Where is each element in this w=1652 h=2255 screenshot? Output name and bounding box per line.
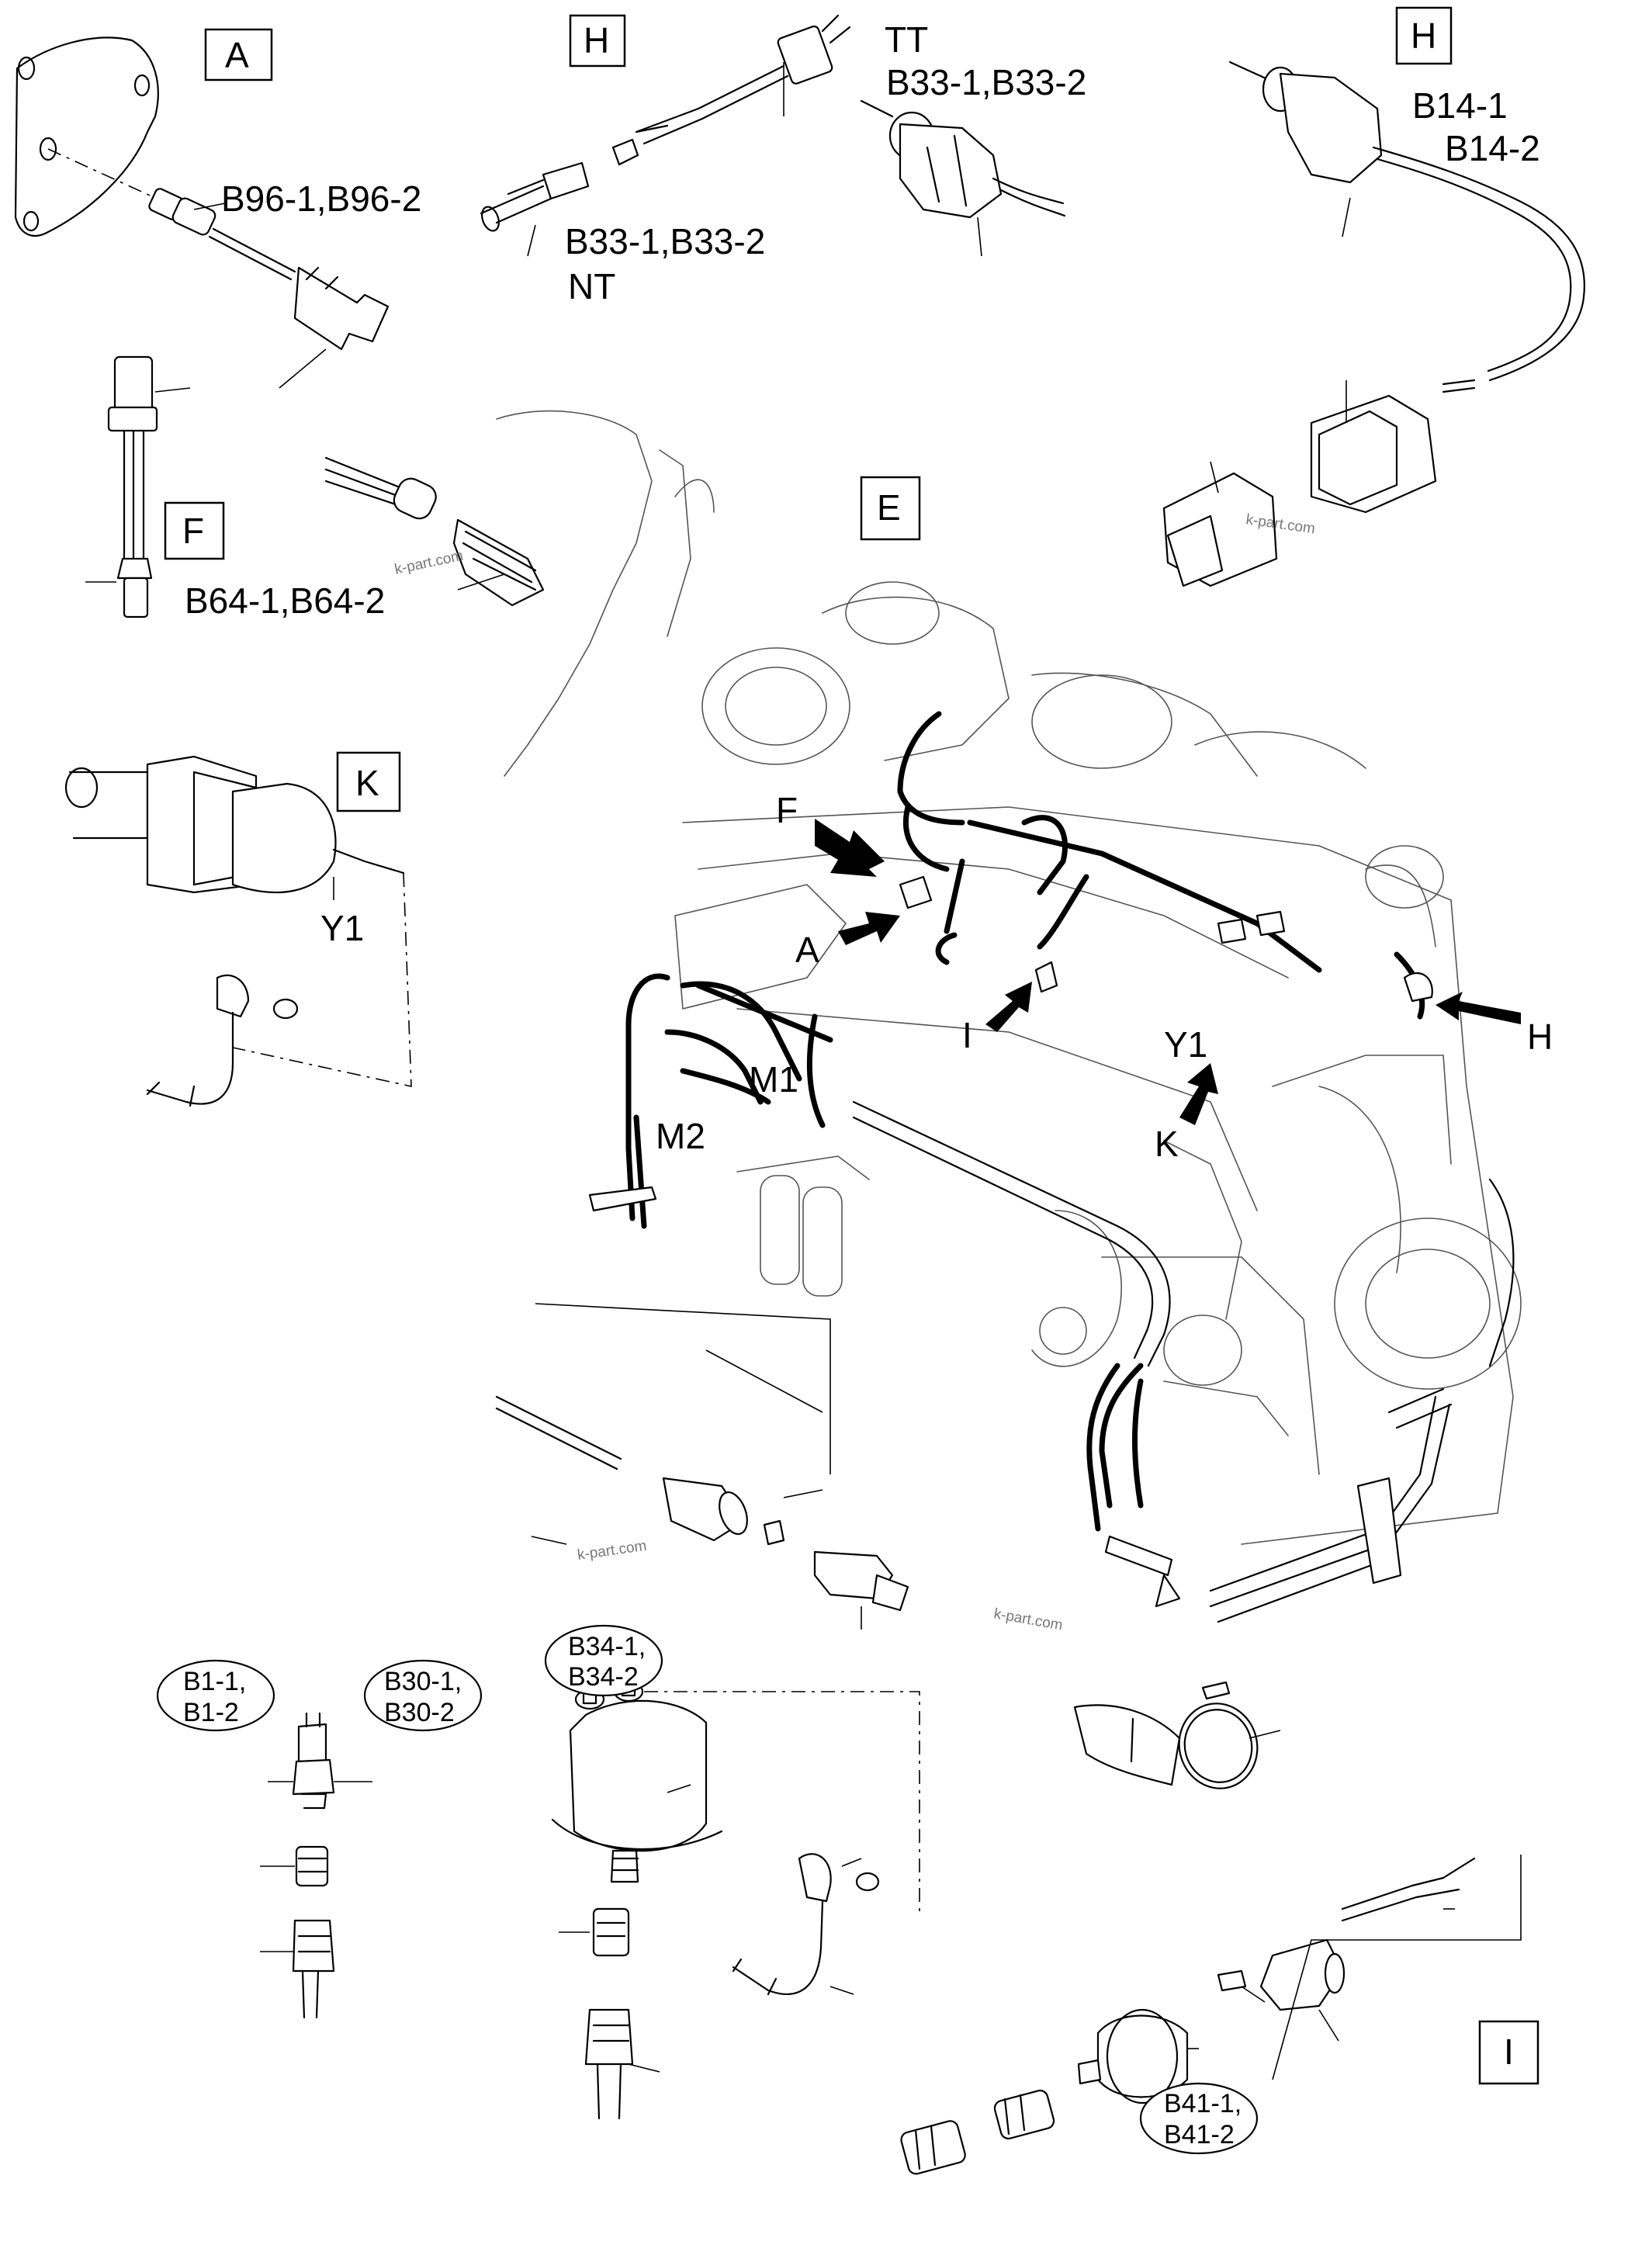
label-m2: M2 — [656, 1116, 705, 1156]
detail-a-sensor-b96 — [14, 36, 390, 389]
sensor-b1-b30 — [260, 1712, 372, 2019]
detail-k-actuator-y1 — [64, 755, 412, 1107]
oval-b1-line1: B1-1, — [183, 1667, 246, 1696]
callout-arrows — [815, 819, 1521, 1125]
box-h-2 — [1395, 6, 1453, 65]
watermark-4: k-part.com — [992, 1606, 1064, 1633]
oval-b41 — [1139, 2082, 1259, 2155]
label-b64: B64-1,B64-2 — [185, 580, 385, 621]
detail-i-sensor-b41 — [900, 1855, 1522, 2175]
arrow-h-label: H — [1527, 1017, 1553, 1057]
arrow-f-icon — [815, 819, 885, 877]
detail-h-sensor-b33 — [480, 14, 851, 257]
label-m1: M1 — [749, 1059, 798, 1100]
label-y1-engine: Y1 — [1164, 1024, 1207, 1065]
box-k-label: K — [355, 763, 379, 803]
detail-h-sensor-b14 — [1162, 61, 1585, 587]
box-h-2-label: H — [1411, 16, 1436, 56]
oval-b30 — [363, 1659, 483, 1732]
arrow-a-icon — [838, 912, 900, 945]
box-a — [204, 28, 273, 81]
oval-b1 — [156, 1659, 275, 1732]
box-h-1-label: H — [584, 20, 609, 61]
sensor-b33-tt — [860, 99, 1066, 257]
box-i-label: I — [1504, 2032, 1514, 2072]
arrow-f-label: F — [776, 790, 798, 830]
arrow-a-label: A — [795, 930, 819, 970]
box-k — [336, 751, 401, 812]
sensor-b34 — [551, 1667, 920, 2120]
watermark-3: k-part.com — [577, 1538, 648, 1564]
box-f-label: F — [182, 511, 204, 551]
oval-b34-line1: B34-1, — [568, 1632, 646, 1661]
oval-b30-line1: B30-1, — [384, 1667, 462, 1696]
oval-b34 — [544, 1624, 663, 1697]
oval-b41-line1: B41-1, — [1164, 2089, 1242, 2118]
label-y1-detail: Y1 — [320, 908, 364, 948]
arrow-k-icon — [1179, 1063, 1218, 1125]
detail-f-sensor-b64 — [85, 355, 191, 618]
label-b96: B96-1,B96-2 — [221, 178, 421, 219]
box-i — [1478, 2020, 1539, 2085]
oval-b34-line2: B34-2 — [568, 1662, 639, 1692]
label-b33-top: B33-1,B33-2 — [886, 62, 1086, 102]
temperature-sensor-e — [324, 456, 545, 607]
arrow-h-icon — [1436, 992, 1521, 1024]
oval-b30-line2: B30-2 — [384, 1698, 455, 1727]
oval-b41-line2: B41-2 — [1164, 2120, 1235, 2149]
engine-assembly — [496, 410, 1522, 1623]
oval-b1-line2: B1-2 — [183, 1698, 239, 1727]
box-h-1 — [569, 14, 626, 68]
box-e — [860, 476, 921, 541]
label-b14-2: B14-2 — [1445, 128, 1540, 168]
label-tt: TT — [885, 19, 928, 60]
box-f — [164, 501, 225, 560]
pressure-sensor-lower — [495, 1303, 909, 1630]
arrow-k-label: K — [1155, 1124, 1179, 1164]
label-b33-bottom: B33-1,B33-2 — [565, 221, 765, 262]
watermark-1: k-part.com — [393, 548, 465, 578]
hose-and-clamp — [1073, 1681, 1281, 1789]
box-a-label: A — [225, 35, 249, 75]
arrow-i-label: I — [962, 1015, 972, 1055]
box-e-label: E — [877, 487, 901, 528]
arrow-i-icon — [985, 982, 1032, 1032]
label-nt: NT — [568, 266, 615, 307]
label-b14-1: B14-1 — [1412, 85, 1508, 126]
